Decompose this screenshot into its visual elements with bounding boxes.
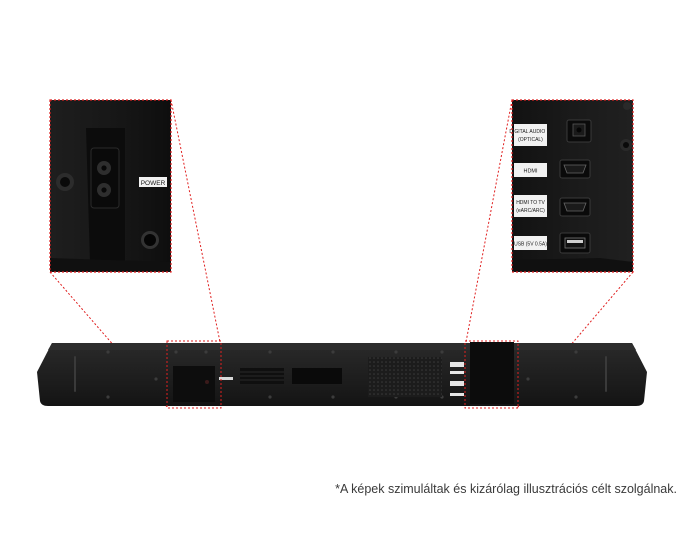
wall-mount-slot: [292, 368, 342, 384]
left-callout-frame: [49, 99, 172, 273]
power-label: POWER: [141, 180, 166, 187]
left-callout: POWER: [49, 99, 172, 273]
port-panel: [470, 342, 514, 404]
disclaimer-text: *A képek szimuláltak és kizárólag illusz…: [335, 482, 677, 496]
power-label-plate: [139, 177, 167, 187]
soundbar: [37, 340, 647, 409]
right-callout: DIGITAL AUDIO IN (OPTICAL) HDMI HDMI TO …: [509, 99, 634, 273]
left-highlight-box: [166, 340, 222, 409]
optical-label-plate: [514, 124, 547, 146]
right-callout-frame: [511, 99, 634, 273]
power-mini-label: [219, 377, 233, 380]
screw-icon: [623, 102, 631, 110]
hdmi-label: HDMI: [523, 169, 538, 175]
left-end-groove: [74, 356, 76, 392]
hdmi-tv-port: [559, 197, 591, 217]
power-panel: [173, 366, 215, 402]
hdmi-tv-label-line1: HDMI TO TV: [516, 200, 545, 206]
power-socket: [90, 147, 120, 209]
usb-label-plate: [514, 236, 547, 250]
mount-hole: [141, 231, 159, 249]
optical-port: [566, 119, 592, 143]
usb-label: USB (5V 0.5A): [514, 242, 547, 248]
speaker-grill: [368, 357, 442, 397]
hdmi-port: [559, 159, 591, 179]
hdmi-tv-label-plate: [514, 195, 547, 217]
hdmi-label-plate: [514, 163, 547, 177]
right-end-groove: [605, 356, 607, 392]
optical-label-line1: DIGITAL AUDIO IN: [509, 129, 552, 135]
usb-port: [559, 232, 591, 254]
port-mini-labels: [450, 362, 464, 396]
screw-icon: [56, 173, 74, 191]
optical-label-line2: (OPTICAL): [518, 137, 543, 143]
hdmi-tv-label-line2: (eARC/ARC): [516, 208, 545, 214]
